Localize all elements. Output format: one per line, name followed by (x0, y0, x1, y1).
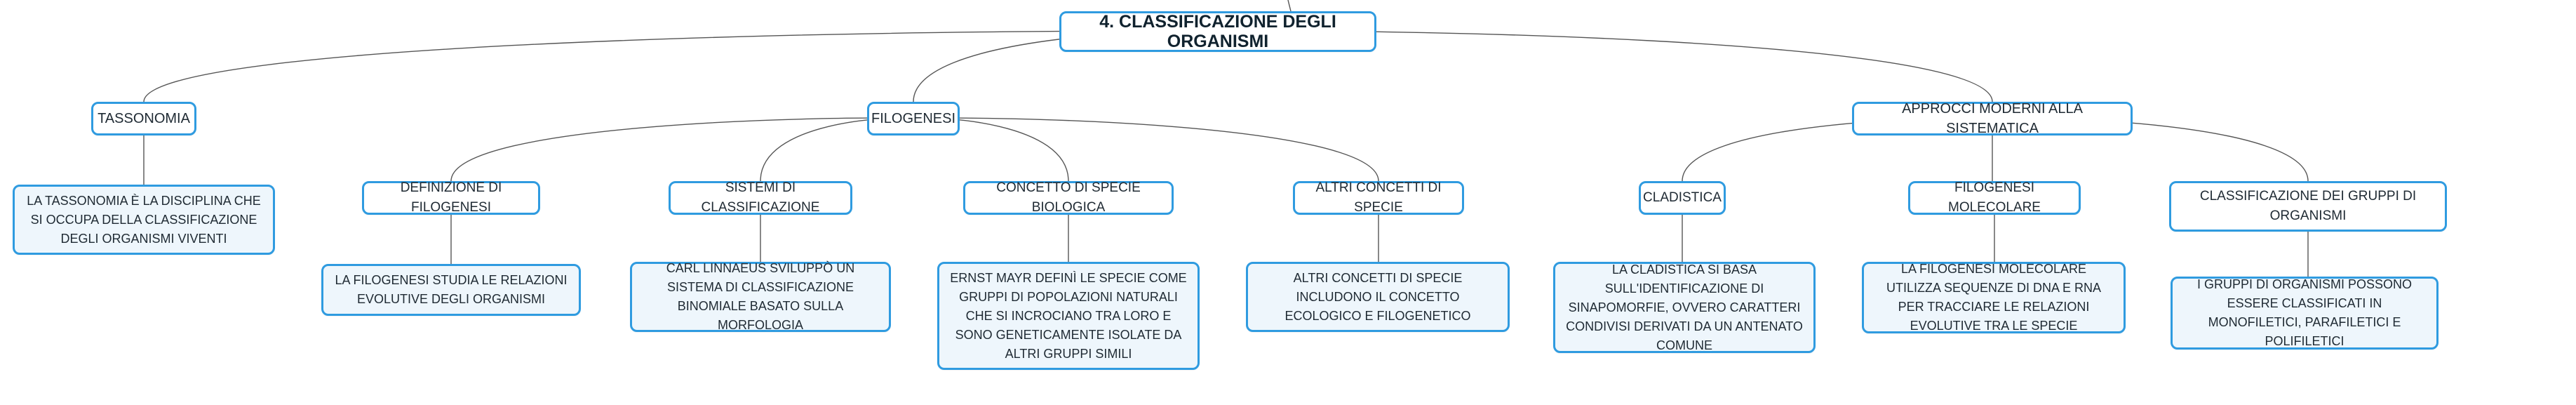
root-topic[interactable]: 4. CLASSIFICAZIONE DEGLI ORGANISMI (1059, 11, 1376, 52)
topic-filogenesi[interactable]: FILOGENESI (867, 102, 960, 135)
note-altri-concetti-specie[interactable]: ALTRI CONCETTI DI SPECIE INCLUDONO IL CO… (1246, 262, 1510, 332)
subtopic-concetto-specie-biologica[interactable]: CONCETTO DI SPECIE BIOLOGICA (963, 180, 1174, 215)
subtopic-classificazione-gruppi[interactable]: CLASSIFICAZIONE DEI GRUPPI DI ORGANISMI (2169, 181, 2447, 232)
connector-filogenesi-altri (913, 117, 1379, 182)
connector-root-tassonomia (143, 30, 1219, 102)
subtopic-definizione-filogenesi[interactable]: DEFINIZIONE DI FILOGENESI (362, 180, 540, 215)
subtopic-filogenesi-molecolare[interactable]: FILOGENESI MOLECOLARE (1908, 180, 2081, 215)
note-filogenesi-molecolare[interactable]: LA FILOGENESI MOLECOLARE UTILIZZA SEQUEN… (1862, 262, 2126, 333)
connector-root-stub (1287, 0, 1292, 12)
subtopic-cladistica[interactable]: CLADISTICA (1639, 181, 1726, 215)
note-cladistica[interactable]: LA CLADISTICA SI BASA SULL'IDENTIFICAZIO… (1553, 262, 1816, 353)
note-tassonomia[interactable]: LA TASSONOMIA È LA DISCIPLINA CHE SI OCC… (13, 185, 275, 255)
note-sistemi-classificazione[interactable]: CARL LINNAEUS SVILUPPÒ UN SISTEMA DI CLA… (630, 261, 891, 332)
topic-approcci-moderni[interactable]: APPROCCI MODERNI ALLA SISTEMATICA (1852, 101, 2133, 136)
note-definizione-filogenesi[interactable]: LA FILOGENESI STUDIA LE RELAZIONI EVOLUT… (321, 264, 581, 316)
note-concetto-specie-biologica[interactable]: ERNST MAYR DEFINÌ LE SPECIE COME GRUPPI … (937, 262, 1200, 370)
subtopic-altri-concetti-specie[interactable]: ALTRI CONCETTI DI SPECIE (1293, 180, 1464, 215)
note-classificazione-gruppi[interactable]: I GRUPPI DI ORGANISMI POSSONO ESSERE CLA… (2171, 277, 2439, 350)
subtopic-sistemi-classificazione[interactable]: SISTEMI DI CLASSIFICAZIONE (669, 180, 852, 215)
topic-tassonomia[interactable]: TASSONOMIA (91, 102, 196, 135)
connector-filogenesi-definizione (450, 117, 914, 182)
